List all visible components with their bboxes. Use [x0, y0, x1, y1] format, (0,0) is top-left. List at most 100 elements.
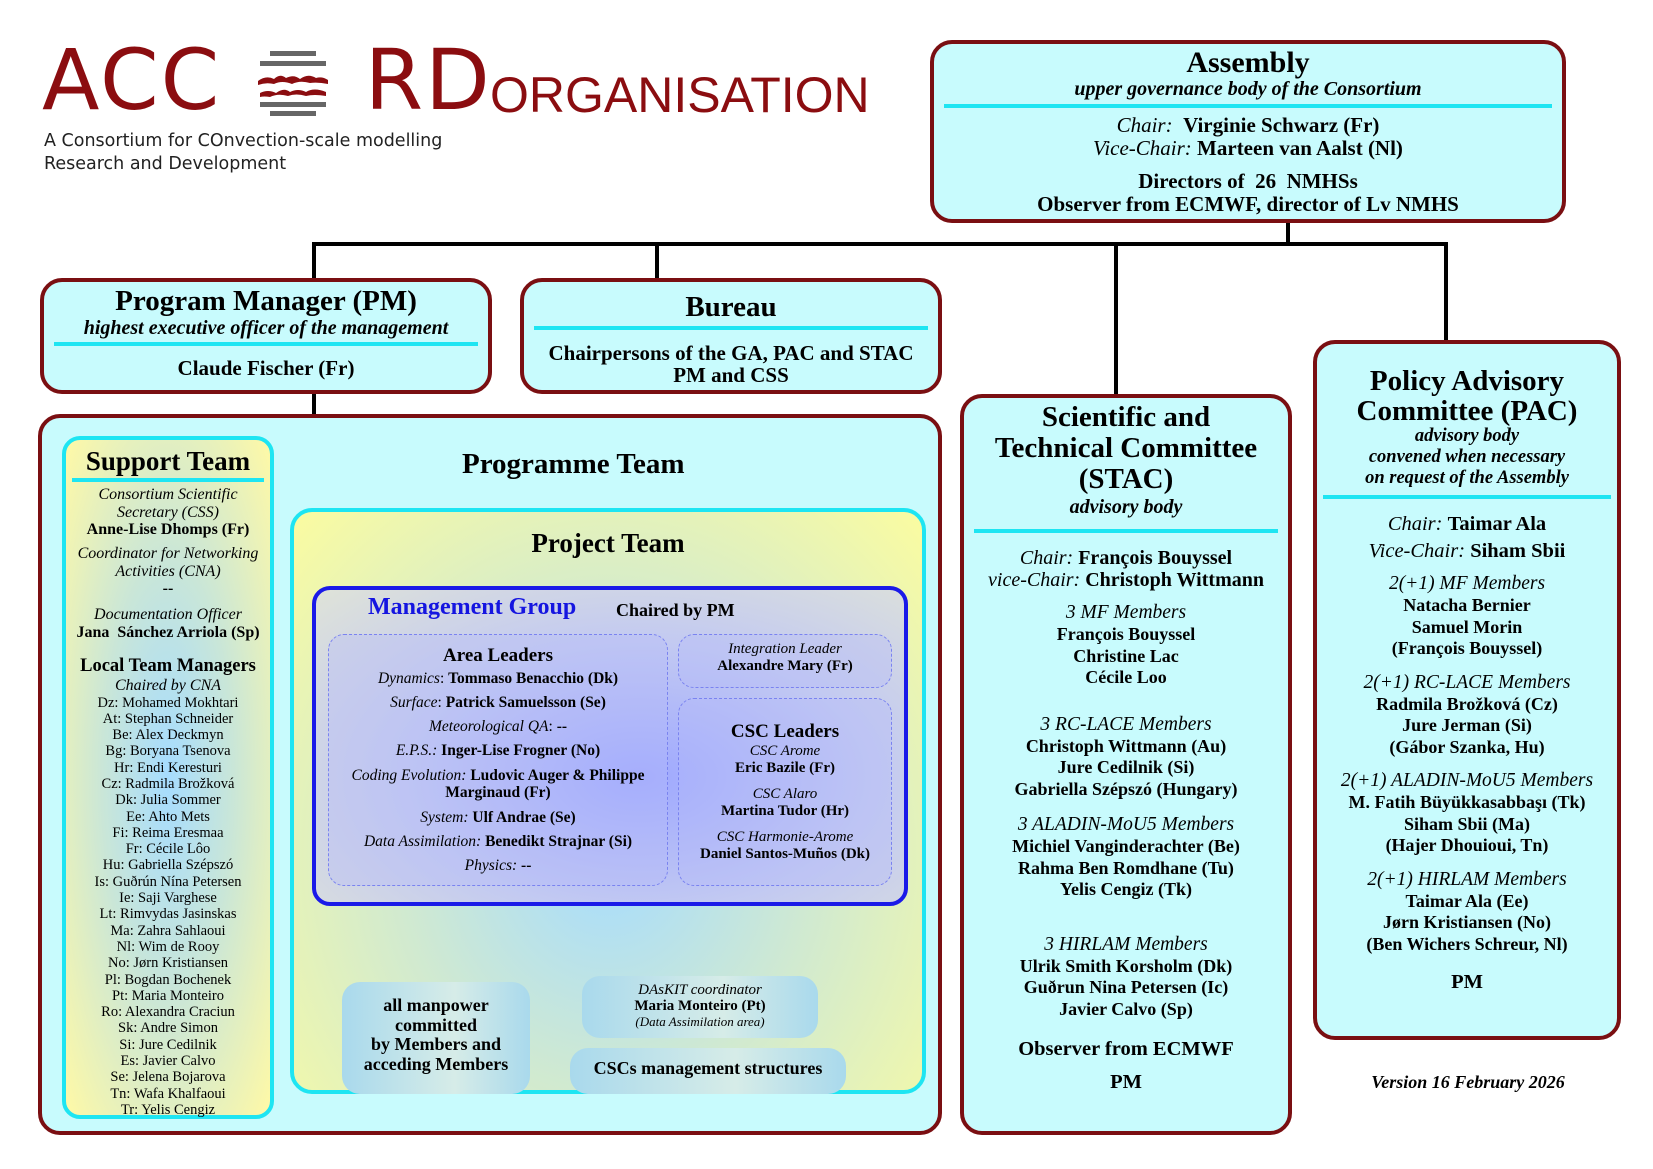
area-leader-name: Ludovic Auger & Philippe Marginaud (Fr)	[445, 767, 645, 801]
stac-member: Jure Cedilnik (Si)	[1057, 757, 1195, 777]
area-leader-name: --	[521, 857, 532, 874]
area-leader-name: Ulf Andrae (Se)	[472, 809, 576, 826]
stac-vice-chair: Christoph Wittmann	[1085, 569, 1264, 591]
stac-pm: PM	[1110, 1071, 1142, 1093]
stac-member: Cécile Loo	[1085, 667, 1167, 687]
support-team-title: Support Team	[85, 446, 251, 476]
connector-pm-to-programme	[312, 392, 316, 416]
stac-member: Christoph Wittmann (Au)	[1025, 735, 1227, 756]
support-team-box: Support Team Consortium Scientific Secre…	[62, 436, 274, 1119]
manager-item: Tr: Yelis Cengiz	[120, 1101, 216, 1118]
pac-member: Jørn Kristiansen (No)	[1383, 912, 1551, 932]
stac-member: Yelis Cengiz (Tk)	[1060, 879, 1192, 899]
daskit-name: Maria Monteiro (Pt)	[634, 998, 766, 1014]
pac-vice-chair-label: Vice-Chair:	[1368, 540, 1466, 562]
area-label: Meteorological QA	[428, 718, 549, 735]
management-group-title: Management Group	[368, 594, 577, 620]
area-leaders-title: Area Leaders	[443, 645, 553, 666]
csc-leaders-box: CSC Leaders CSC Arome Eric Bazile (Fr) C…	[678, 698, 892, 886]
stac-chair-label: Chair:	[1019, 547, 1074, 569]
logo-subtitle: A Consortium for COnvection-scale modell…	[44, 130, 442, 176]
manager-item: Ro: Alexandra Craciun	[101, 1004, 235, 1021]
area-leader-name: Tommaso Benacchio (Dk)	[448, 670, 619, 687]
manager-item: Fr: Cécile Lôo	[125, 841, 211, 858]
stac-member: Javier Calvo (Sp)	[1059, 998, 1193, 1019]
css-role-line-1: Consortium Scientific	[98, 486, 238, 503]
manager-item: Pt: Maria Monteiro	[112, 987, 224, 1004]
area-leader-item: System: Ulf Andrae (Se)	[329, 806, 667, 830]
cna-name: --	[162, 580, 174, 597]
connector-to-bureau	[655, 242, 659, 280]
cna-role-line-2: Activities (CNA)	[115, 562, 221, 580]
area-label: System:	[420, 809, 469, 826]
integration-leader-box: Integration Leader Alexandre Mary (Fr)	[678, 634, 892, 688]
manpower-line: committed	[395, 1014, 477, 1035]
pac-chair: Taimar Ala	[1447, 513, 1547, 535]
local-team-managers-title: Local Team Managers	[80, 655, 256, 676]
accord-logo: ACC RD	[42, 38, 492, 122]
manager-item: Dk: Julia Sommer	[115, 792, 221, 809]
support-team-divider	[72, 478, 264, 482]
cna-role-line-1: Coordinator for Networking	[77, 545, 259, 562]
logo-text-left: ACC	[42, 31, 222, 129]
assembly-divider	[944, 104, 1552, 108]
area-label: Physics:	[464, 857, 518, 874]
logo-text-right: RD	[364, 31, 492, 129]
area-leader-name: Patrick Samuelsson (Se)	[445, 694, 606, 711]
integration-leader-role: Integration Leader	[728, 641, 842, 657]
local-team-managers-subtitle: Chaired by CNA	[114, 676, 222, 694]
csc-leaders-title: CSC Leaders	[730, 721, 840, 742]
pm-title: Program Manager (PM)	[115, 285, 417, 317]
pac-subtitle-line: convened when necessary	[1368, 447, 1566, 467]
manager-item: Lt: Rimvydas Jasinskas	[99, 906, 237, 923]
stac-member: Ulrik Smith Korsholm (Dk)	[1019, 955, 1233, 976]
pac-member: Natacha Bernier	[1403, 595, 1531, 615]
manager-item: At: Stephan Schneider	[102, 710, 234, 727]
daskit-role: DAsKIT coordinator	[638, 982, 762, 998]
pac-member: (François Bouyssel)	[1391, 638, 1543, 658]
area-label: E.P.S.:	[395, 742, 438, 759]
area-label: Surface	[390, 694, 438, 711]
csc-leader-name: Daniel Santos-Muños (Dk)	[699, 845, 871, 862]
stac-vice-chair-label: vice-Chair:	[988, 569, 1081, 591]
pac-member: Siham Sbii (Ma)	[1403, 813, 1531, 834]
doc-officer-name: Jana Sánchez Arriola (Sp)	[76, 623, 260, 641]
project-team-box: Project Team Management Group Chaired by…	[290, 508, 926, 1094]
pac-subtitle-line: advisory body	[1414, 426, 1520, 446]
bureau-divider	[534, 326, 928, 330]
management-group-box: Management Group Chaired by PM Area Lead…	[312, 586, 908, 906]
bureau-box: Bureau Chairpersons of the GA, PAC and S…	[520, 278, 942, 394]
area-sep: :	[439, 670, 449, 687]
assembly-observer: Observer from ECMWF, director of Lv NMHS	[1037, 192, 1459, 216]
csc-role: CSC Arome	[749, 743, 821, 759]
manager-item: Ma: Zahra Sahlaoui	[110, 922, 226, 939]
project-team-title: Project Team	[531, 528, 685, 558]
pac-group-title: 2(+1) RC-LACE Members	[1363, 671, 1571, 693]
management-group-chaired-by: Chaired by PM	[616, 600, 735, 620]
stac-group-title: 3 MF Members	[1065, 602, 1187, 623]
bureau-line-1: Chairpersons of the GA, PAC and STAC	[548, 341, 914, 365]
assembly-title: Assembly	[1186, 46, 1310, 79]
stac-chair: François Bouyssel	[1078, 547, 1233, 569]
pac-member: Samuel Morin	[1411, 616, 1523, 637]
pac-group-title: 2(+1) MF Members	[1388, 573, 1546, 594]
area-leader-name: --	[556, 718, 568, 735]
logo-subtitle-line-2: Research and Development	[44, 154, 287, 174]
stac-member: François Bouyssel	[1056, 624, 1196, 644]
stac-member: Christine Lac	[1073, 645, 1179, 666]
area-leader-item: Dynamics: Tommaso Benacchio (Dk)	[329, 667, 667, 691]
manager-item: Si: Jure Cedilnik	[119, 1036, 217, 1053]
stac-box: Scientific and Technical Committee (STAC…	[960, 394, 1292, 1135]
area-leader-item: E.P.S.: Inger-Lise Frogner (No)	[329, 739, 667, 763]
programme-team-box: Programme Team Support Team Consortium S…	[38, 414, 942, 1135]
assembly-vice-chair-label: Vice-Chair:	[1093, 136, 1192, 160]
pac-subtitle-line: on request of the Assembly	[1365, 468, 1569, 488]
assembly-subtitle: upper governance body of the Consortium	[1074, 78, 1422, 100]
manager-item: No: Jørn Kristiansen	[107, 955, 228, 972]
manager-item: Dz: Mohamed Mokhtari	[97, 694, 239, 711]
version-label: Version 16 February 2026	[1371, 1072, 1565, 1092]
program-manager-box: Program Manager (PM) highest executive o…	[40, 278, 492, 394]
stac-title-line: (STAC)	[1078, 463, 1174, 495]
manpower-line: by Members and	[371, 1034, 501, 1054]
stac-member: Rahma Ben Romdhane (Tu)	[1018, 857, 1234, 878]
